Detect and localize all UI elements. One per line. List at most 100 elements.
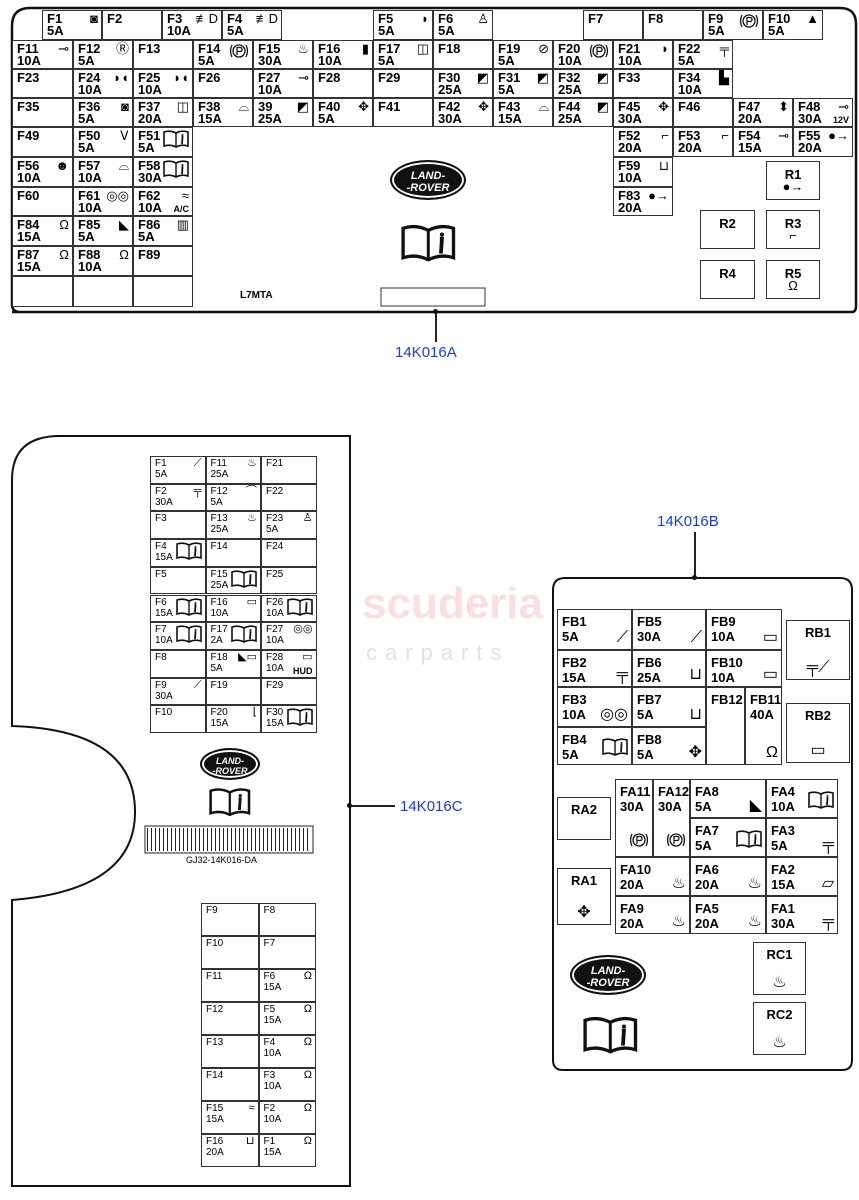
box-label-14k016b[interactable]: 14K016B: [657, 513, 719, 530]
fuse-f29[interactable]: F29: [261, 677, 317, 706]
box-label-14k016a[interactable]: 14K016A: [395, 344, 457, 361]
fuse-f2[interactable]: F2: [102, 10, 162, 40]
fuse-f11[interactable]: F11: [201, 969, 259, 1002]
fuse-f7[interactable]: F7: [583, 10, 643, 40]
fuse-f23[interactable]: F23: [12, 69, 73, 98]
relay-ra1[interactable]: RA1✥: [557, 868, 611, 925]
fuse-blank[interactable]: [12, 276, 73, 307]
relay-rb2[interactable]: RB2▭: [786, 703, 850, 763]
fuse-f7[interactable]: F7: [258, 936, 316, 969]
relay-r1[interactable]: R1●→: [766, 161, 820, 200]
fuse-f9[interactable]: F9: [201, 903, 259, 936]
fuse-f35[interactable]: F35: [12, 98, 73, 127]
fuse-f60[interactable]: F60: [12, 187, 73, 216]
fuse-f12[interactable]: F12: [201, 1002, 259, 1035]
fuse-f5[interactable]: F5: [150, 566, 206, 595]
fuse-f13[interactable]: F13: [201, 1035, 259, 1068]
relay-r3[interactable]: R3⌐: [766, 210, 820, 249]
fuse-f24[interactable]: F24: [261, 539, 317, 567]
fuse-f19[interactable]: F19: [205, 677, 261, 706]
fuse-blank[interactable]: [73, 276, 133, 307]
fuse-f29[interactable]: F29: [373, 69, 433, 98]
fuse-f10[interactable]: F10: [201, 936, 259, 969]
relay-r4[interactable]: R4: [700, 260, 755, 299]
fuse-f89[interactable]: F89: [133, 246, 193, 276]
fuse-f18[interactable]: F18: [433, 40, 493, 69]
fuse-f25[interactable]: F25: [261, 566, 317, 595]
fuse-f10[interactable]: F10: [150, 705, 206, 733]
fuse-f8[interactable]: F8: [150, 649, 206, 678]
relay-rb1[interactable]: RB1╤⟋: [786, 620, 850, 680]
fuse-f21[interactable]: F21: [261, 456, 317, 484]
fuse-f3[interactable]: F3: [150, 511, 206, 540]
fuse-f8[interactable]: F8: [258, 903, 316, 936]
fuse-f26[interactable]: F26: [193, 69, 253, 98]
